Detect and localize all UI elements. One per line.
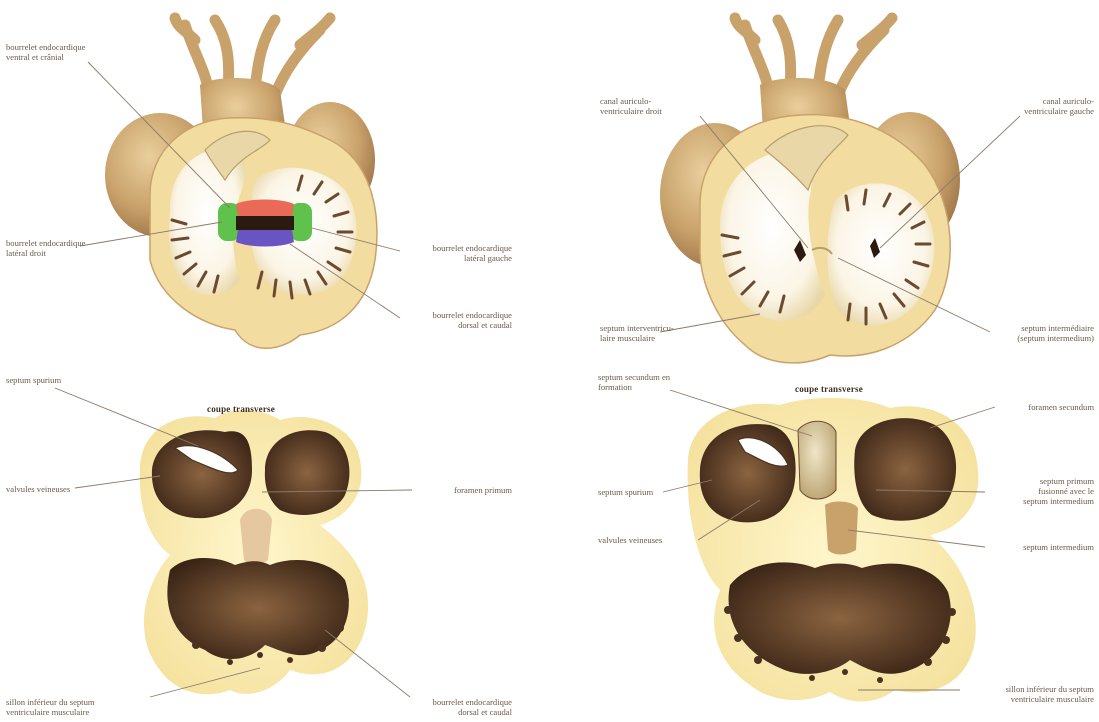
- label-septum-intermedium-top: septum intermédiaire (septum intermedium…: [990, 323, 1094, 343]
- section-title-bottom-right: coupe transverse: [795, 384, 863, 394]
- label-left-av-canal: canal auriculo- ventriculaire gauche: [990, 96, 1094, 116]
- label-muscular-interventricular-septum: septum interventricu- laire musculaire: [600, 323, 674, 343]
- label-venous-valves-right: valvules veineuses: [598, 535, 662, 545]
- label-interventricular-groove-left: sillon inférieur du septum ventriculaire…: [6, 697, 95, 717]
- label-septum-spurium-left: septum spurium: [6, 375, 61, 385]
- label-endocardial-cushion-dorsal-caudal-bottom: bourrelet endocardique dorsal et caudal: [402, 697, 512, 717]
- label-foramen-secundum: foramen secundum: [990, 402, 1094, 412]
- label-venous-valves-left: valvules veineuses: [6, 484, 70, 494]
- label-endocardial-cushion-left-lateral: bourrelet endocardique latéral gauche: [402, 243, 512, 263]
- heart-transverse-section-icon: [688, 398, 979, 702]
- label-septum-intermedium-bottom: septum intermedium: [985, 542, 1094, 552]
- heart-frontal-section-icon: [660, 18, 960, 363]
- label-septum-primum-fused: septum primum fusionné avec le septum in…: [985, 476, 1094, 506]
- label-right-av-canal: canal auriculo- ventriculaire droit: [600, 96, 662, 116]
- label-foramen-primum: foramen primum: [412, 485, 512, 495]
- label-endocardial-cushion-right-lateral: bourrelet endocardique latéral droit: [6, 238, 85, 258]
- label-interventricular-groove-right: sillon inférieur du septum ventriculaire…: [960, 684, 1094, 704]
- heart-transverse-section-icon: [140, 410, 368, 694]
- heart-frontal-section-icon: [105, 18, 377, 348]
- label-septum-spurium-right: septum spurium: [598, 487, 653, 497]
- section-title-bottom-left: coupe transverse: [207, 404, 275, 414]
- label-septum-secundum-forming: septum secundum en formation: [598, 372, 670, 392]
- label-endocardial-cushion-dorsal-caudal: bourrelet endocardique dorsal et caudal: [402, 310, 512, 330]
- label-endocardial-cushion-ventral-cranial: bourrelet endocardique ventral et crânia…: [6, 42, 85, 62]
